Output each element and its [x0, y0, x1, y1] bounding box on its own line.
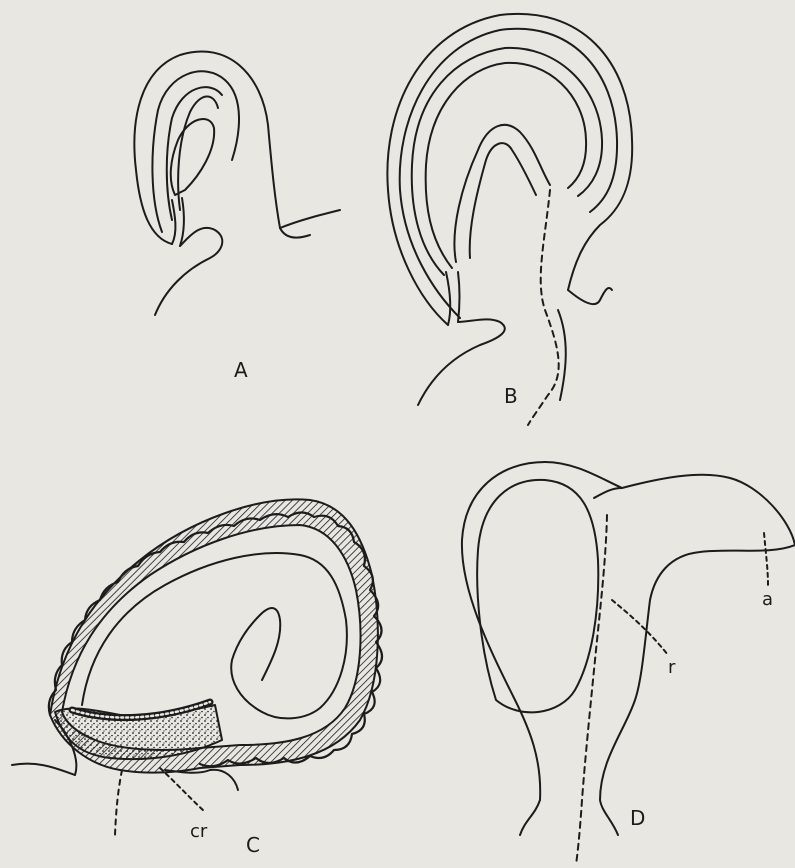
- panel-d-raphe-line: [576, 515, 607, 865]
- panel-d-a-leader: [764, 533, 768, 585]
- panel-a-label: A: [234, 360, 248, 380]
- panel-c-cr-label: cr: [190, 822, 207, 842]
- panel-c-drawing: [12, 499, 382, 790]
- panel-c-label: C: [246, 835, 260, 855]
- panel-d-drawing: [462, 462, 795, 835]
- panel-d-a-label: a: [762, 590, 773, 610]
- panel-d-r-leader: [612, 600, 668, 655]
- panel-d-label: D: [630, 808, 645, 828]
- panel-c-dashed-line: [115, 770, 122, 835]
- panel-d-r-label: r: [668, 658, 675, 678]
- panel-b-drawing: [387, 14, 632, 405]
- panel-b-label: B: [504, 386, 518, 406]
- panel-a-drawing: [134, 51, 340, 315]
- panel-c-cr-leader: [160, 768, 205, 812]
- panel-b-raphe-line: [528, 190, 559, 425]
